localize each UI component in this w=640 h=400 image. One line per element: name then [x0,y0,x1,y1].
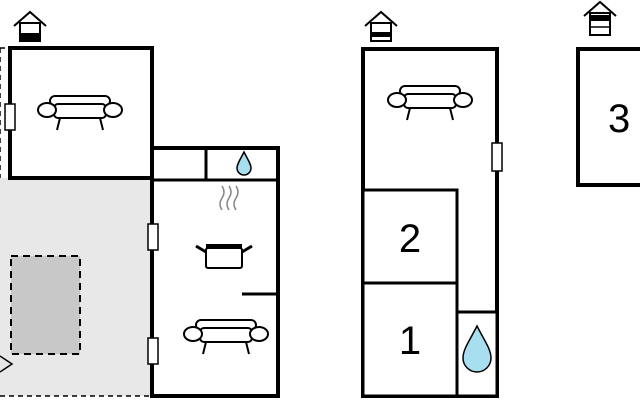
window-icon [4,103,16,131]
window-icon [147,337,159,365]
house-level-ground-icon [13,11,47,42]
water-drop-icon [462,324,492,373]
window-icon [491,142,503,172]
room-number-3: 3 [608,97,630,141]
second-floor-room [576,47,640,187]
pool [10,255,81,355]
ground-kitchen-block [150,146,280,398]
entrance-arrow [0,355,14,373]
house-level-first-icon [364,11,398,42]
room-1 [361,281,459,398]
terrace-dashed-edge [0,47,152,397]
water-drop-icon [236,150,252,176]
room-2 [361,188,459,285]
room-number-2: 2 [399,217,421,261]
cooking-pot-icon [195,185,253,269]
window-icon [147,223,159,251]
room-number-1: 1 [399,319,421,363]
house-level-second-icon [583,1,617,36]
